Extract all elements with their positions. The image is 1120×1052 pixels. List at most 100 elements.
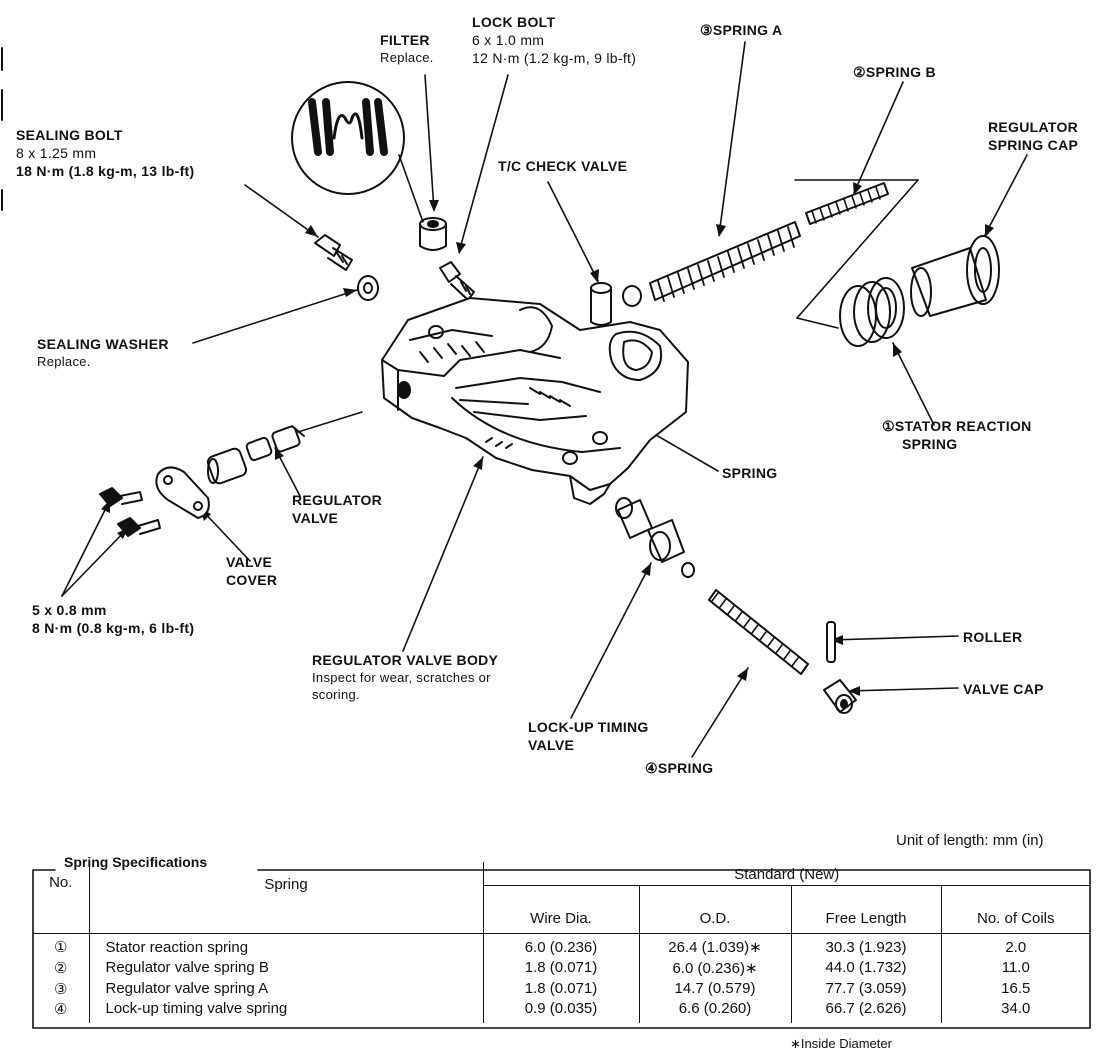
row-od: 6.6 (0.260) [639,999,792,1023]
filter-part [419,217,447,251]
filter-label-title: FILTER [380,32,430,48]
row-free-length: 44.0 (1.732) [791,957,942,978]
valve-cap-part [823,679,857,714]
header-no: No. [33,862,90,934]
sealing-washer-label-title: SEALING WASHER [37,336,169,352]
valve-cover-part [155,466,210,519]
row-wire: 1.8 (0.071) [483,978,640,999]
row-od: 14.7 (0.579) [639,978,792,999]
table-row: ③ Regulator valve spring A 1.8 (0.071) 1… [33,978,1090,999]
spring-b-label: ②SPRING B [853,64,936,80]
header-standard: Standard (New) [483,862,1090,886]
row-free-length: 66.7 (2.626) [791,999,942,1023]
row-no: ② [33,957,90,978]
regulator-valve-label-line2: VALVE [292,510,339,526]
row-coils: 16.5 [1001,980,1031,997]
row-no: ① [33,933,90,957]
row-coils: 34.0 [1001,1000,1031,1017]
row-od: 26.4 (1.039)∗ [639,933,792,957]
lock-bolt-label-size: 6 x 1.0 mm [472,32,545,48]
regulator-valve-part [206,411,363,485]
lock-bolt-label-title: LOCK BOLT [472,14,556,30]
table-row: ① Stator reaction spring 6.0 (0.236) 26.… [33,933,1090,957]
filter-label-note: Replace. [380,50,434,65]
lockup-timing-valve-label-line1: LOCK-UP TIMING [528,719,649,735]
header-od: O.D. [639,885,792,934]
sealing-bolt-label-title: SEALING BOLT [16,127,123,143]
lock-bolt-part [439,261,475,301]
header-spring: Spring [89,862,484,934]
roller-label: ROLLER [963,629,1023,645]
valve-cover-bolts-part [99,487,161,537]
spring-label: SPRING [722,465,778,481]
regulator-valve-body-label: REGULATOR VALVE BODY Inspect for wear, s… [312,651,498,703]
row-free-length: 77.7 (3.059) [791,978,942,999]
row-free-length: 30.3 (1.923) [791,933,942,957]
lockup-timing-valve-label: LOCK-UP TIMING VALVE [528,718,649,754]
row-wire: 6.0 (0.236) [483,933,640,957]
lockup-timing-valve-label-line2: VALVE [528,737,575,753]
stator-reaction-spring-label-line1: ①STATOR REACTION [882,418,1032,434]
header-free-length: Free Length [791,885,942,934]
spring-b-part [805,182,889,225]
row-spring: Regulator valve spring B [89,957,484,978]
bolt-spec-torque: 8 N·m (0.8 kg-m, 6 lb-ft) [32,620,195,636]
regulator-valve-body-label-title: REGULATOR VALVE BODY [312,652,499,668]
sealing-bolt-part [314,234,353,271]
bolt-spec-size: 5 x 0.8 mm [32,602,107,618]
sealing-washer-part [357,275,379,301]
unit-note: Unit of length: mm (in) [896,832,1044,849]
roller-part [826,621,836,663]
tc-check-valve-label: T/C CHECK VALVE [498,158,628,174]
row-coils: 2.0 [1005,938,1027,956]
header-coils: No. of Coils [941,885,1090,934]
table-row: ② Regulator valve spring B 1.8 (0.071) 6… [33,957,1090,978]
regulator-spring-cap-part [910,235,1000,317]
tc-check-valve-part [590,282,612,326]
sealing-washer-label-note: Replace. [37,354,91,369]
row-no: ③ [33,978,90,999]
spring-a-part [622,221,801,307]
row-coils: 11.0 [1001,959,1030,976]
table-row: ④ Lock-up timing valve spring 0.9 (0.035… [33,999,1090,1023]
regulator-valve-body-part [381,297,689,505]
row-wire: 1.8 (0.071) [483,957,640,978]
header-wire-dia: Wire Dia. [483,885,640,934]
lock-bolt-label: LOCK BOLT 6 x 1.0 mm 12 N·m (1.2 kg-m, 9… [472,13,636,67]
spring-4-label: ④SPRING [645,760,714,776]
filter-detail-circle [291,81,405,195]
stator-reaction-spring-label-line2: SPRING [902,436,958,452]
regulator-spring-cap-label-line2: SPRING CAP [988,137,1079,153]
valve-cover-label-line2: COVER [226,572,278,588]
row-spring: Lock-up timing valve spring [89,999,484,1023]
spring-a-label: ③SPRING A [700,22,783,38]
regulator-spring-cap-label: REGULATOR SPRING CAP [988,118,1078,154]
regulator-spring-cap-label-line1: REGULATOR [988,119,1079,135]
spec-table-body: ① Stator reaction spring 6.0 (0.236) 26.… [33,933,1090,1023]
row-no: ④ [33,999,90,1023]
regulator-valve-label: REGULATOR VALVE [292,491,382,527]
valve-cover-label-line1: VALVE [226,554,273,570]
regulator-valve-label-line1: REGULATOR [292,492,383,508]
sealing-bolt-label-size: 8 x 1.25 mm [16,145,97,161]
spring-4-part [708,589,809,675]
spring-spec-table: No. Spring Standard (New) Wire Dia. O.D.… [33,862,1090,1023]
row-wire: 0.9 (0.035) [483,999,640,1023]
valve-cover-label: VALVE COVER [226,553,277,589]
regulator-valve-body-label-note1: Inspect for wear, scratches or [312,670,491,685]
row-spring: Stator reaction spring [89,933,484,957]
filter-label: FILTER Replace. [380,31,434,66]
row-spring: Regulator valve spring A [89,978,484,999]
stator-reaction-spring-part [839,277,905,347]
sealing-bolt-label-torque: 18 N·m (1.8 kg-m, 13 lb-ft) [16,163,195,179]
stator-reaction-spring-label: ①STATOR REACTION SPRING [882,417,1032,453]
sealing-bolt-label: SEALING BOLT 8 x 1.25 mm 18 N·m (1.8 kg-… [16,126,194,180]
regulator-valve-body-label-note2: scoring. [312,687,360,702]
sealing-washer-label: SEALING WASHER Replace. [37,335,169,370]
lock-bolt-label-torque: 12 N·m (1.2 kg-m, 9 lb-ft) [472,50,637,66]
lockup-timing-valve-part [615,497,695,578]
valve-cap-label: VALVE CAP [963,681,1044,697]
valve-cover-bolt-spec-label: 5 x 0.8 mm 8 N·m (0.8 kg-m, 6 lb-ft) [32,601,194,637]
row-od: 6.0 (0.236)∗ [639,957,792,978]
